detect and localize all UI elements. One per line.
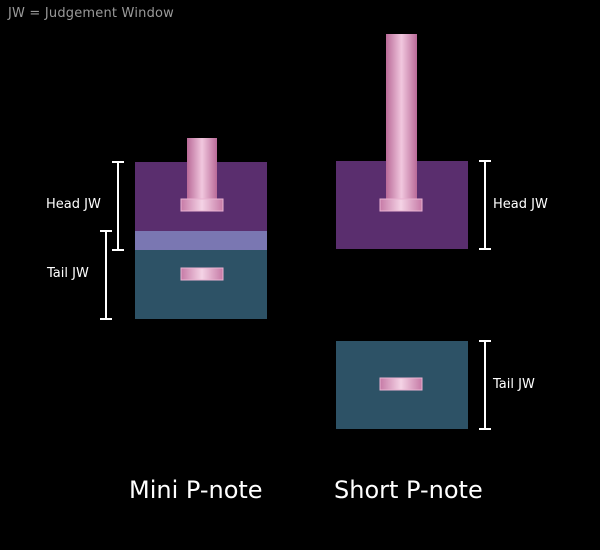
short-head-note [379, 198, 423, 212]
short-head-jw-label: Head JW [493, 197, 548, 212]
mini-note-stem [187, 138, 217, 200]
mini-p-note-caption: Mini P-note [129, 476, 263, 504]
mini-p-note [100, 138, 267, 320]
short-tail-bracket [479, 340, 491, 430]
mini-head-jw-label: Head JW [46, 197, 101, 212]
mini-overlap-zone [135, 231, 267, 250]
short-note-stem [386, 34, 417, 201]
mini-tail-note [180, 267, 224, 281]
legend-text: JW = Judgement Window [8, 6, 175, 21]
short-tail-note [379, 377, 423, 391]
mini-head-bracket [112, 161, 124, 251]
mini-tail-window [135, 250, 267, 319]
mini-tail-bracket [100, 230, 112, 320]
short-tail-jw-label: Tail JW [493, 377, 535, 392]
short-head-bracket [479, 160, 491, 250]
mini-tail-jw-label: Tail JW [47, 266, 89, 281]
short-p-note-caption: Short P-note [334, 476, 483, 504]
mini-head-note [180, 198, 224, 212]
short-p-note [336, 34, 491, 430]
